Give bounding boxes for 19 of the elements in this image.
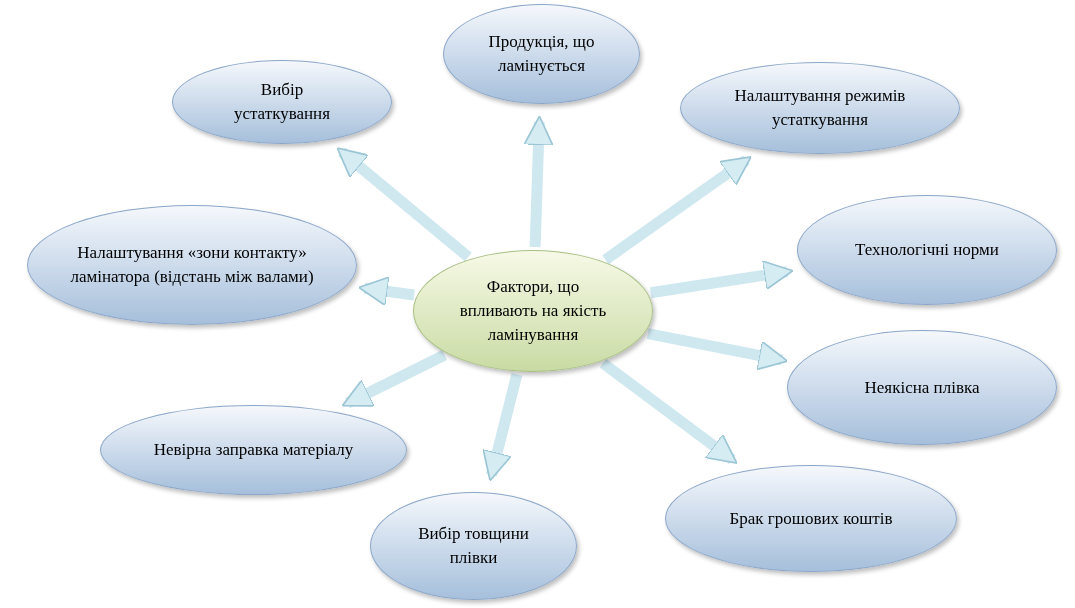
block-arrow (358, 276, 415, 307)
node-text: Технологічні норми (855, 239, 999, 262)
block-arrow (523, 115, 554, 248)
block-arrow (649, 260, 794, 299)
block-arrow (602, 155, 752, 265)
node-text: Невірна заправка матеріалу (153, 439, 354, 462)
node-text: Вибір устаткування (232, 79, 332, 125)
node-text: Брак грошових коштів (729, 507, 893, 530)
block-arrow (482, 373, 523, 482)
node-text: Вибір товщини плівки (417, 523, 530, 569)
block-arrow (336, 147, 472, 262)
node-text: Налаштування «зони контакту» ламінатора (відстань між валами) (69, 242, 315, 288)
node-text: Неякісна плівка (864, 376, 980, 399)
node-text: Налаштування режимів устаткування (733, 85, 907, 131)
block-arrow (646, 328, 789, 371)
node-text: Продукція, що ламінується (487, 31, 596, 77)
node-text: Фактори, що впливають на якість ламінування (458, 276, 608, 346)
block-arrow (341, 350, 447, 409)
block-arrow (599, 358, 738, 465)
